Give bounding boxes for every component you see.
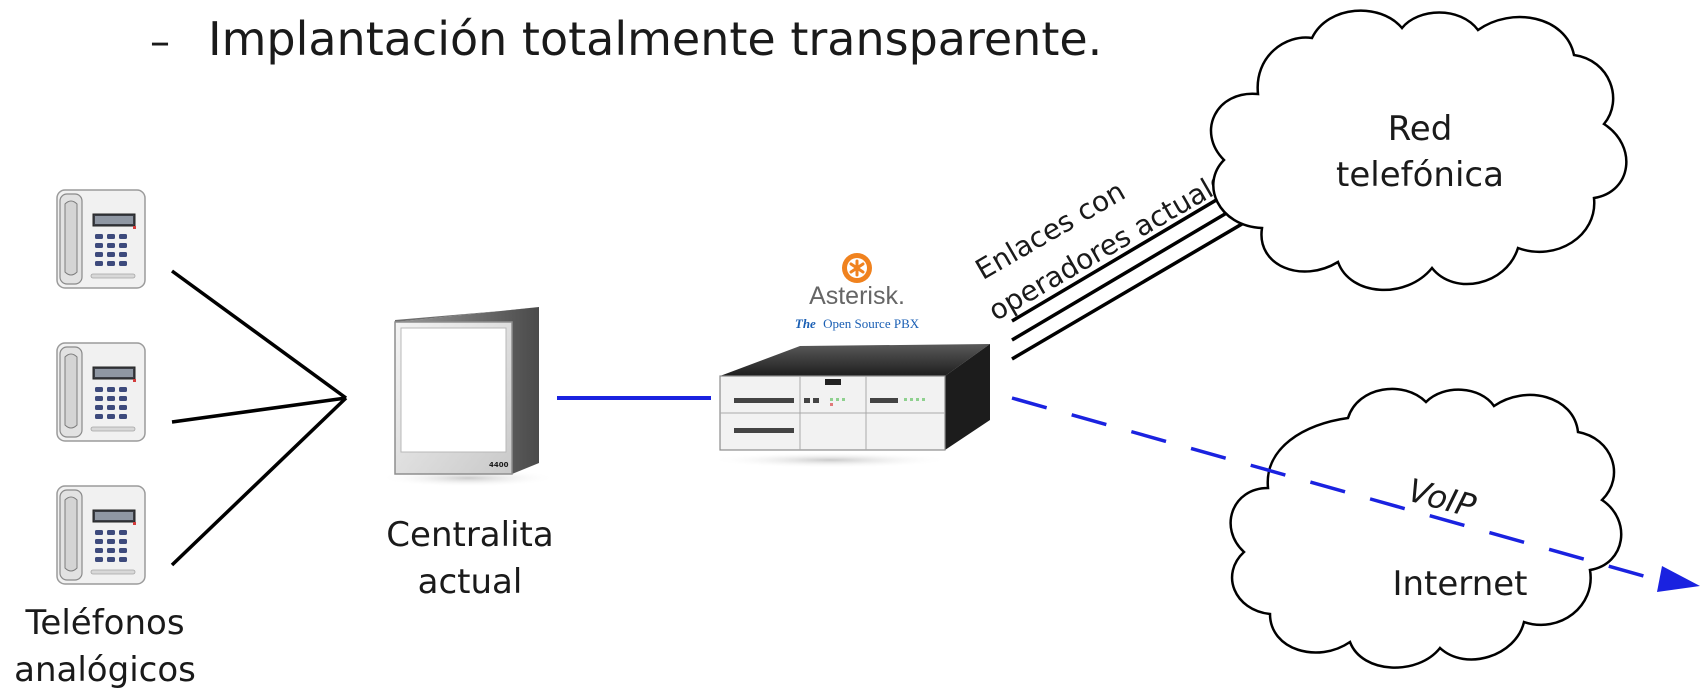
analog-phone-icon <box>56 342 146 442</box>
pbx-label-line1: Centralita <box>386 515 553 555</box>
asterisk-brand: Asterisk. <box>809 282 905 310</box>
analog-phone-icon <box>56 189 146 289</box>
phone-wiring <box>170 269 348 567</box>
voip-arrowhead-icon <box>1657 566 1700 592</box>
asterisk-tagline: Open Source PBX <box>823 316 920 331</box>
analog-phone-icon <box>56 485 146 585</box>
internet-cloud: Internet <box>1229 387 1623 669</box>
pstn-cloud: Red telefónica <box>1209 9 1628 291</box>
pbx-cabinet-icon: 4400 <box>380 307 556 487</box>
bullet-heading: Implantación totalmente transparente. <box>208 12 1102 66</box>
cloud-icon <box>1229 387 1623 669</box>
svg-text:The Open Source PBX: The Open Source PBX <box>795 316 920 331</box>
internet-label: Internet <box>1392 564 1527 604</box>
pbx-model-tag: 4400 <box>489 461 509 469</box>
cloud-icon <box>1209 9 1628 291</box>
asterisk-server-icon <box>710 344 990 468</box>
phones-label-line1: Teléfonos <box>24 603 184 643</box>
bullet-dash: – <box>150 19 170 65</box>
voip-link <box>1011 396 1659 582</box>
asterisk-the: The <box>795 316 816 331</box>
pstn-label-line1: Red <box>1388 109 1453 149</box>
pstn-label-line2: telefónica <box>1336 155 1504 195</box>
phones-label-line2: analógicos <box>14 650 196 690</box>
pbx-label-line2: actual <box>418 562 523 602</box>
asterisk-logo: Asterisk. The Open Source PBX <box>795 253 920 331</box>
